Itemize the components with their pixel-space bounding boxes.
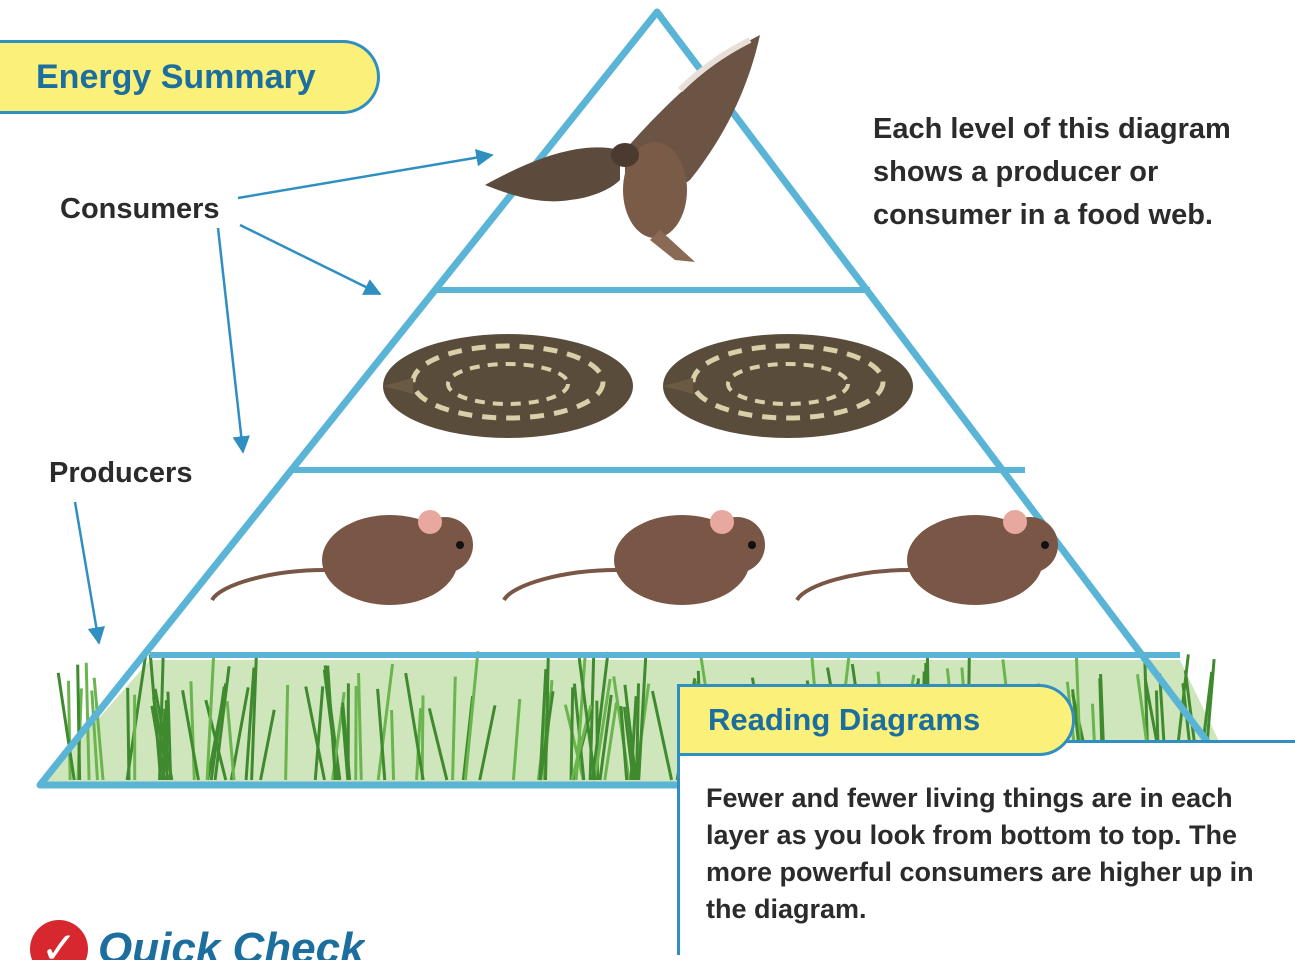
- producers-label: Producers: [49, 457, 192, 490]
- callout-title: Reading Diagrams: [677, 684, 1075, 756]
- snake-icon: [663, 334, 913, 438]
- callout-text: Fewer and fewer living things are in eac…: [706, 780, 1281, 928]
- quick-check-label: Quick Check: [98, 920, 365, 960]
- arrow-to-eagle: [238, 155, 492, 198]
- mouse-icon: [797, 510, 1058, 605]
- quick-check-heading: ✓ Quick Check: [30, 920, 365, 960]
- grass-blade: [128, 688, 129, 780]
- grass-blade: [637, 683, 639, 780]
- checkmark-icon: ✓: [30, 920, 88, 960]
- consumers-label: Consumers: [60, 193, 220, 226]
- grass-blade: [286, 685, 288, 780]
- arrow-to-grass: [75, 502, 99, 643]
- grass-blade: [78, 665, 80, 780]
- grass-blade: [68, 681, 70, 780]
- grass-blade: [392, 710, 394, 780]
- mouse-icon: [504, 510, 765, 605]
- arrow-to-mice: [218, 228, 243, 452]
- grass-blade: [571, 687, 573, 780]
- eagle-icon: [485, 35, 760, 262]
- diagram-description: Each level of this diagram shows a produ…: [873, 108, 1283, 237]
- section-title-energy-summary: Energy Summary: [0, 40, 380, 114]
- arrow-to-snakes: [240, 225, 380, 294]
- snake-icon: [383, 334, 633, 438]
